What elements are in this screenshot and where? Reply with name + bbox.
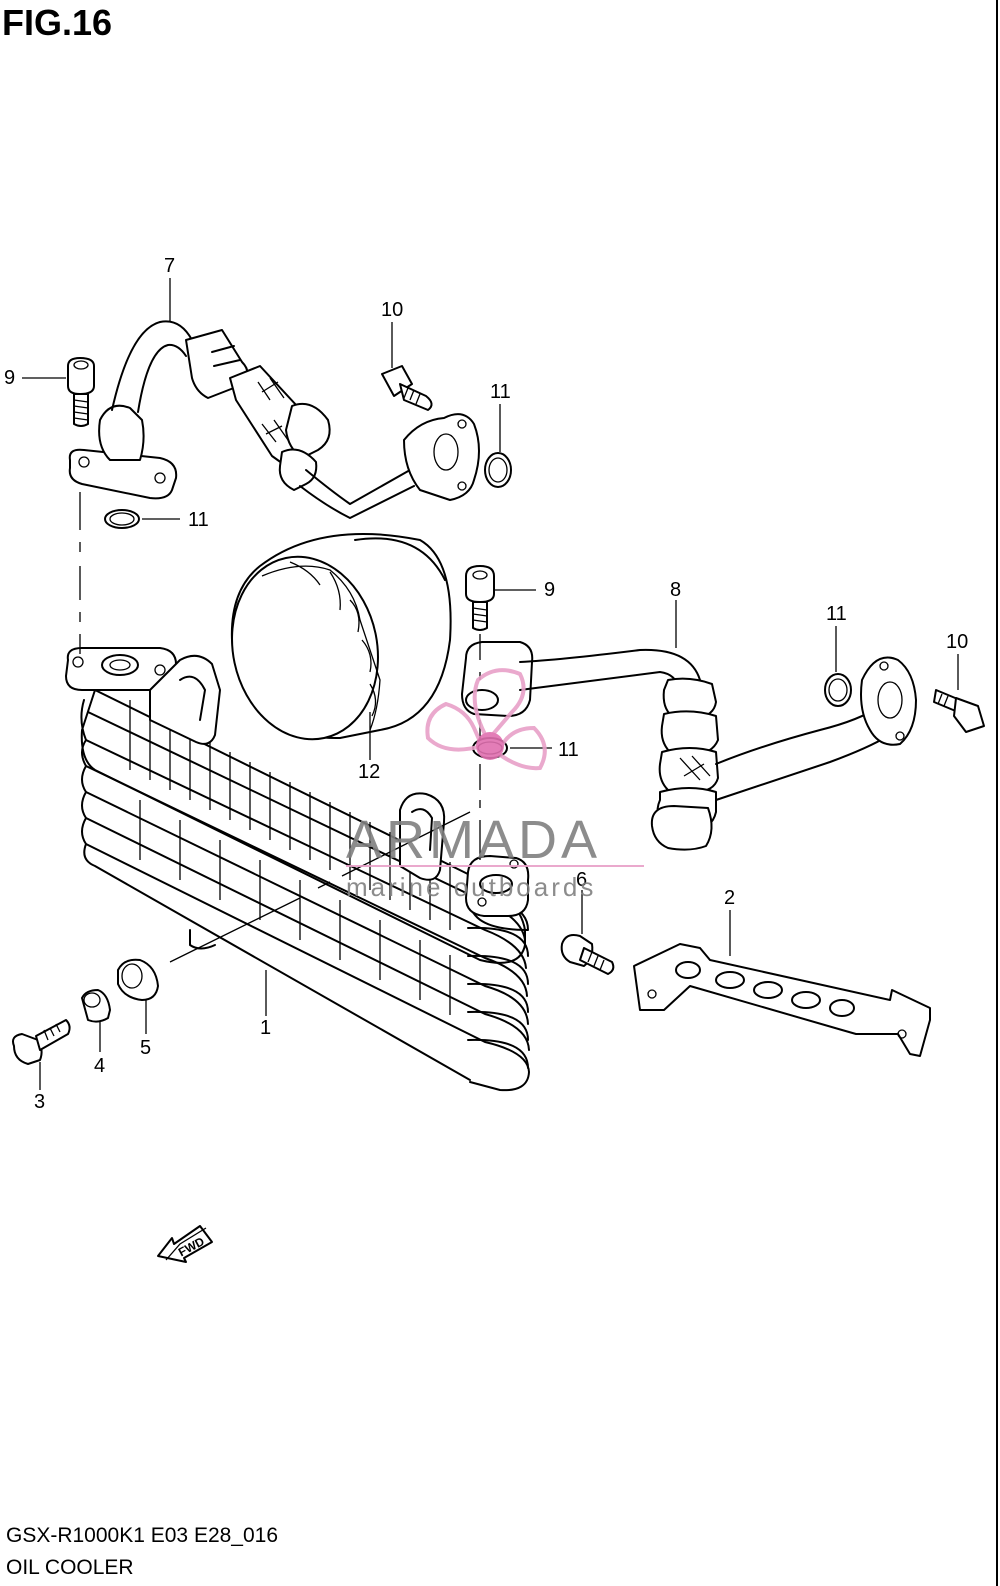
callout-4: 4 <box>94 1055 105 1077</box>
bolt-10-lower[interactable] <box>933 689 985 733</box>
callout-10-lower: 10 <box>946 631 968 653</box>
cooler-mount-bracket-left <box>149 654 221 745</box>
o-ring-11-b[interactable] <box>484 452 512 488</box>
callout-8: 8 <box>670 579 681 601</box>
bolt-10-upper[interactable] <box>381 365 433 411</box>
callout-9-lower: 9 <box>544 579 555 601</box>
o-ring-11-a[interactable] <box>104 509 140 529</box>
cooler-outlet-flange <box>465 855 530 917</box>
callout-11-center: 11 <box>558 739 579 761</box>
oil-filter[interactable] <box>215 532 452 753</box>
bolt-6[interactable] <box>560 934 615 975</box>
bolt-3[interactable] <box>12 1019 71 1065</box>
bracket-2[interactable] <box>633 943 931 1057</box>
bolt-9-upper[interactable] <box>67 357 95 427</box>
cooler-inlet-flange <box>65 647 177 691</box>
page-border-right <box>996 0 998 1586</box>
oil-pipe-right[interactable] <box>461 641 917 851</box>
callout-5: 5 <box>140 1037 151 1059</box>
callout-11-upper-right: 11 <box>490 381 511 403</box>
collar-4[interactable] <box>81 989 111 1023</box>
figure-title: FIG.16 <box>2 2 113 43</box>
fwd-direction-arrow: FWD <box>157 1225 213 1263</box>
part-callouts: 7 10 9 11 11 9 8 11 10 11 12 6 2 1 5 4 3 <box>4 255 968 1113</box>
callout-2: 2 <box>724 887 735 909</box>
watermark-brand: ARMADA <box>346 810 601 870</box>
bolt-9-lower[interactable] <box>465 565 495 631</box>
callout-9-upper: 9 <box>4 367 15 389</box>
callout-1: 1 <box>260 1017 271 1039</box>
watermark-tagline: marine outboards <box>346 872 596 902</box>
leader-lines <box>22 278 959 1090</box>
callout-10-upper: 10 <box>381 299 403 321</box>
callout-6: 6 <box>576 869 587 891</box>
callout-12: 12 <box>358 761 380 783</box>
callout-11-right: 11 <box>826 603 847 625</box>
section-name-label: OIL COOLER <box>6 1556 134 1579</box>
callout-11-upper-left: 11 <box>188 509 209 531</box>
oil-pipe-upper[interactable] <box>68 320 480 519</box>
armada-watermark: ARMADA marine outboards <box>346 668 644 902</box>
o-ring-11-c[interactable] <box>824 673 852 707</box>
callout-7: 7 <box>164 255 175 277</box>
oil-cooler-core[interactable] <box>65 647 530 1092</box>
grommet-5[interactable] <box>117 958 159 1001</box>
model-code-label: GSX-R1000K1 E03 E28_016 <box>6 1524 279 1547</box>
propeller-logo-icon <box>425 668 547 771</box>
callout-3: 3 <box>34 1091 45 1113</box>
